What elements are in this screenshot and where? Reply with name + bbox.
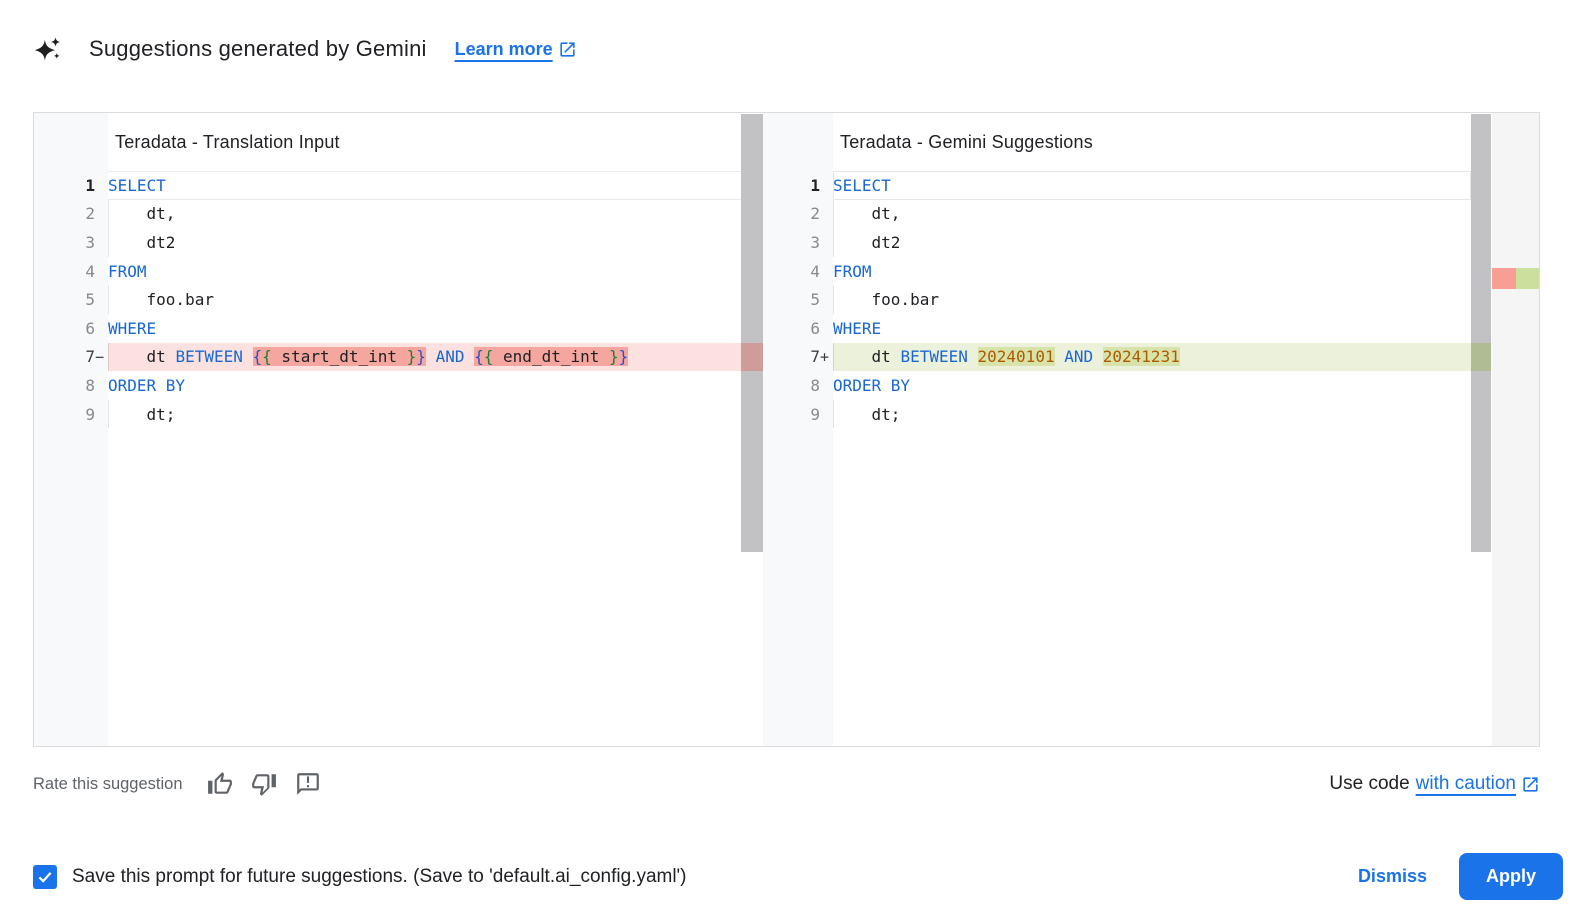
line-number: 1 [85,175,95,195]
code-line[interactable]: ORDER BY [833,375,911,395]
code-line[interactable]: FROM [108,261,147,281]
vertical-scrollbar[interactable] [1471,113,1491,746]
header: Suggestions generated by Gemini Learn mo… [33,34,1574,64]
line-number: 4 [85,261,95,281]
line-number-gutter: 1 2 3 4 5 6 7+ 8 9 [763,113,833,746]
code-line[interactable]: dt, [833,199,1471,229]
line-number: 9 [85,404,95,424]
line-number: 7+ [810,347,830,367]
diff-overview-ruler[interactable] [1492,113,1539,746]
line-number: 3 [85,232,95,252]
code-line[interactable]: dt; [833,399,1471,429]
line-number: 7− [85,347,105,367]
line-number: 5 [810,290,820,310]
panel-title: Suggestions generated by Gemini [89,36,427,61]
line-number: 6 [810,318,820,338]
line-number: 6 [85,318,95,338]
code-line[interactable]: dt BETWEEN 20240101 AND 20241231 [833,342,1471,372]
scrollbar-thumb[interactable] [741,114,763,552]
line-number: 5 [85,290,95,310]
learn-more-link[interactable]: Learn more [455,39,577,60]
feedback-icon [296,773,319,795]
line-number: 1 [810,175,820,195]
code-line[interactable]: dt BETWEEN {{ start_dt_int }} AND {{ end… [108,342,741,372]
dismiss-button[interactable]: Dismiss [1350,856,1435,897]
thumb-down-icon [251,774,276,796]
save-prompt-label: Save this prompt for future suggestions.… [72,865,687,887]
line-number: 9 [810,404,820,424]
checkmark-icon [38,871,52,883]
feedback-button[interactable] [295,771,321,797]
code-line[interactable]: dt2 [833,228,1471,257]
editor-title: Teradata - Translation Input [115,131,340,152]
line-number: 4 [810,261,820,281]
scrollbar-diff-mark [741,342,763,372]
thumb-up-icon [207,772,232,794]
code-line[interactable]: WHERE [833,318,882,338]
save-prompt-checkbox[interactable] [33,864,57,889]
thumb-up-button[interactable] [207,771,233,797]
line-number: 2 [810,204,820,224]
code-line[interactable]: dt2 [108,228,741,257]
editor-title: Teradata - Gemini Suggestions [840,131,1093,152]
code-line[interactable]: ORDER BY [108,375,186,395]
rate-row: Rate this suggestion Use code with cauti… [33,771,1540,797]
footer-bar: Save this prompt for future suggestions.… [33,853,1563,900]
code-line[interactable]: SELECT [833,171,1471,200]
action-buttons: Dismiss Apply [1350,853,1563,900]
line-number: 3 [810,232,820,252]
code-line[interactable]: FROM [833,261,872,281]
diff-overview-mark [1492,268,1539,289]
code-line[interactable]: dt; [108,399,741,429]
apply-button[interactable]: Apply [1458,853,1563,900]
removed-mark [1492,268,1516,289]
open-in-new-icon [1523,776,1538,792]
added-mark [1515,268,1539,289]
code-line[interactable]: foo.bar [108,285,741,314]
line-number: 8 [810,375,820,395]
use-code-notice: Use code with caution [1329,773,1540,795]
gemini-sparkle-icon [34,37,61,61]
code-line[interactable]: WHERE [108,318,157,338]
open-in-new-icon [560,41,575,57]
rate-label: Rate this suggestion [33,774,183,793]
thumb-down-button[interactable] [251,771,277,797]
use-code-prefix: Use code [1329,773,1410,794]
line-number: 2 [85,204,95,224]
scrollbar-thumb[interactable] [1471,114,1491,552]
code-line[interactable]: SELECT [108,171,741,200]
learn-more-label: Learn more [454,38,553,59]
line-number-gutter: 1 2 3 4 5 6 7− 8 9 [34,113,108,746]
with-caution-link[interactable]: with caution [1415,773,1516,794]
line-number: 8 [85,375,95,395]
code-line[interactable]: dt, [108,199,741,229]
scrollbar-diff-mark [1471,342,1491,372]
vertical-scrollbar[interactable] [741,113,763,746]
code-line[interactable]: foo.bar [833,285,1471,314]
save-prompt-option: Save this prompt for future suggestions.… [33,864,687,889]
rate-controls: Rate this suggestion [33,771,321,797]
